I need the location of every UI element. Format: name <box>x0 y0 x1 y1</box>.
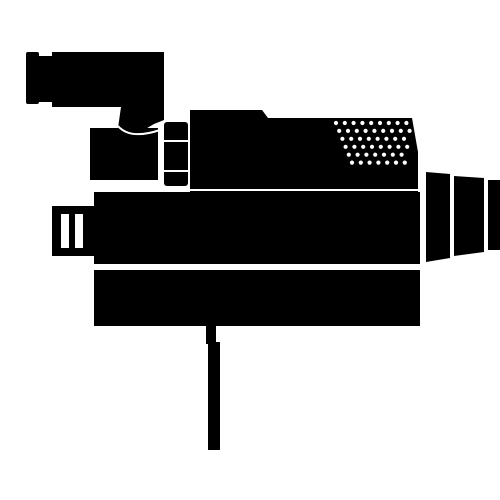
viewfinder-arm-highlight <box>117 125 161 136</box>
grille-dot <box>358 160 363 165</box>
battery-slot-1 <box>61 214 69 248</box>
grille-dot <box>349 160 355 165</box>
grip-strap <box>208 342 220 450</box>
speaker-grille <box>333 120 412 165</box>
grille-dot <box>340 136 345 141</box>
grille-dot <box>343 144 348 149</box>
hinge-notch-1 <box>164 140 188 142</box>
grille-dot <box>377 120 383 126</box>
grille-dot <box>378 144 383 149</box>
grille-dot <box>405 144 410 149</box>
housing-seam <box>190 189 418 191</box>
grille-dot <box>390 152 395 157</box>
grille-dot <box>386 120 391 126</box>
grille-dot <box>387 144 392 149</box>
grille-dot <box>393 136 398 141</box>
grille-dot <box>372 128 377 133</box>
viewfinder-tube <box>52 52 164 107</box>
grille-dot <box>395 120 400 126</box>
grille-dot <box>384 136 389 141</box>
grille-dot <box>367 160 372 165</box>
grille-dot <box>393 160 399 165</box>
grille-dot <box>360 120 365 126</box>
grille-dot <box>369 120 374 126</box>
grille-dot <box>381 152 387 157</box>
grille-dot <box>376 160 381 165</box>
grille-dot <box>357 136 363 141</box>
camera-base <box>94 270 420 326</box>
grille-dot <box>404 120 409 126</box>
grille-dot <box>354 128 359 133</box>
grille-dot <box>349 136 354 141</box>
viewfinder-hinge <box>164 122 188 186</box>
grille-dot <box>352 144 357 149</box>
lens-ring-2 <box>454 176 484 256</box>
grille-dot <box>366 136 371 141</box>
grille-dot <box>369 144 375 149</box>
grille-dot <box>402 160 407 165</box>
viewfinder-mount <box>90 128 158 180</box>
grip-strap-connector <box>206 326 216 344</box>
grille-dot <box>385 160 390 165</box>
battery-side-plate <box>52 206 96 256</box>
battery-slot-2 <box>75 214 83 248</box>
lens-front <box>488 180 500 250</box>
grille-dot <box>407 128 412 133</box>
hinge-notch-2 <box>164 170 188 172</box>
grille-dot <box>333 120 339 126</box>
camera-body <box>94 192 420 264</box>
grille-dot <box>351 120 356 126</box>
grille-dot <box>345 128 351 133</box>
grille-dot <box>364 152 369 157</box>
grille-dot <box>355 152 360 157</box>
grille-dot <box>401 136 407 141</box>
camera-top-housing <box>190 110 418 192</box>
grille-dot <box>361 144 366 149</box>
grille-dot <box>398 128 403 133</box>
grille-dot <box>342 120 347 126</box>
viewfinder-eyepiece-cap <box>26 52 39 104</box>
grille-dot <box>373 152 378 157</box>
grille-dot <box>396 144 401 149</box>
grille-dot <box>363 128 368 133</box>
grille-dot <box>389 128 395 133</box>
lens-ring-1 <box>426 172 450 262</box>
grille-dot <box>381 128 386 133</box>
grille-dot <box>337 128 342 133</box>
grille-dot <box>346 152 351 157</box>
grille-dot <box>399 152 404 157</box>
grille-dot <box>375 136 380 141</box>
